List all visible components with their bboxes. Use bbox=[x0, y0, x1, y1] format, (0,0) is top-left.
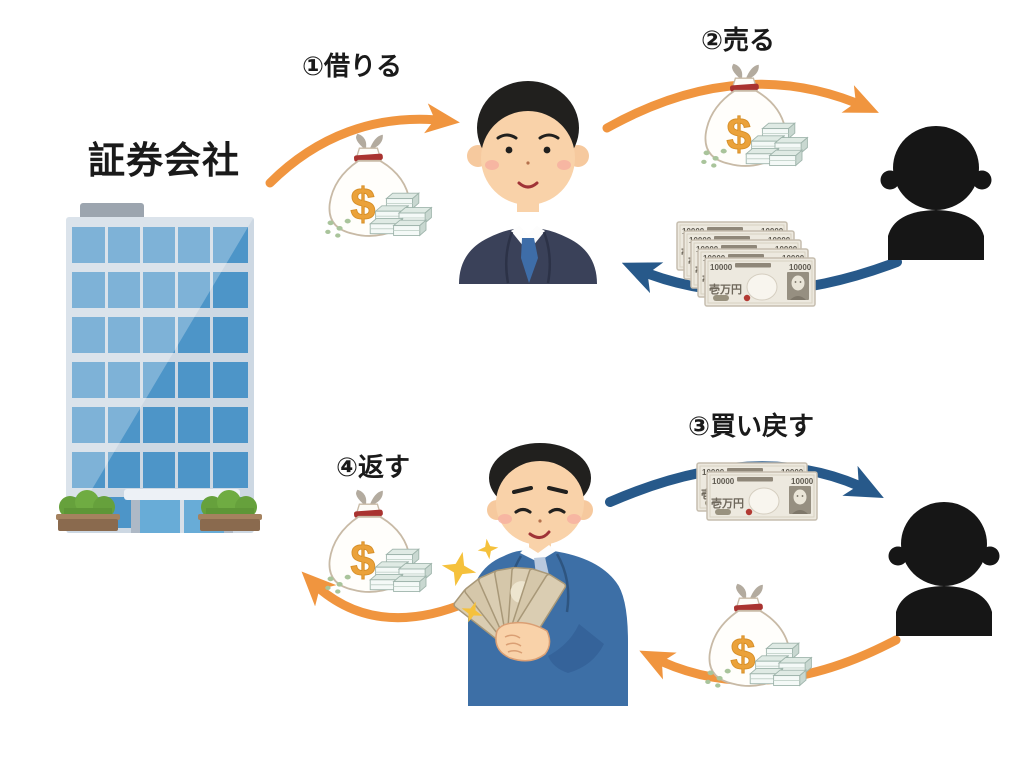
label-securities-company: 証券会社 bbox=[88, 140, 240, 181]
banknotes-sell-payment-icon bbox=[676, 221, 816, 307]
hand bbox=[495, 621, 551, 662]
label-step2-sell: ②売る bbox=[701, 25, 776, 55]
label-step4-return: ④返す bbox=[336, 452, 411, 482]
money-bag-icon-buyback-payment bbox=[705, 584, 811, 688]
banknotes-buyback-icon bbox=[696, 462, 818, 521]
securities-company-building-icon bbox=[56, 203, 262, 533]
label-step3-buyback: ③買い戻す bbox=[688, 411, 815, 441]
businessman-icon bbox=[459, 81, 597, 284]
money-bag-icon-return bbox=[325, 490, 431, 594]
happy-businessman-icon bbox=[438, 443, 628, 706]
money-bag-icon-sell bbox=[701, 64, 807, 168]
sparkle-icon bbox=[476, 537, 500, 561]
label-step1-borrow: ①借りる bbox=[302, 51, 403, 81]
buyer-silhouette-bottom-icon bbox=[888, 502, 1000, 636]
entrance-column bbox=[131, 500, 140, 533]
arrow-borrow bbox=[265, 103, 460, 188]
bush-planter-icon bbox=[198, 490, 262, 531]
money-bag-icon-borrow bbox=[325, 134, 431, 238]
bush-planter-icon bbox=[56, 490, 120, 531]
arrow-return bbox=[301, 571, 473, 623]
buyer-silhouette-top-icon bbox=[880, 126, 992, 260]
